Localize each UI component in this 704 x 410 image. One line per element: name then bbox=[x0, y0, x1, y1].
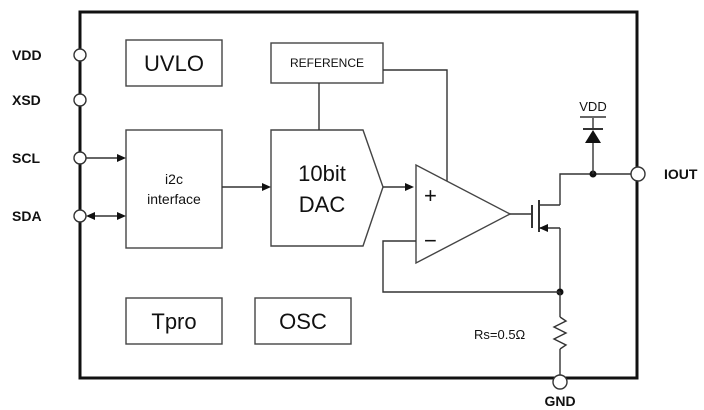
i2c-label-line2: interface bbox=[147, 191, 201, 207]
scl-pin-label: SCL bbox=[12, 150, 40, 166]
gnd-pin-label: GND bbox=[544, 393, 575, 409]
feedback-wire bbox=[382, 240, 560, 293]
tpro-label: Tpro bbox=[151, 309, 196, 334]
reference-block bbox=[270, 42, 384, 84]
tpro-block bbox=[125, 297, 223, 345]
scl-pad bbox=[73, 151, 87, 165]
reference-label: REFERENCE bbox=[290, 56, 364, 70]
dac-label-line1: 10bit bbox=[298, 161, 346, 186]
diode-vdd-label: VDD bbox=[579, 99, 606, 114]
i2c-label-line1: i2c bbox=[165, 171, 183, 187]
dac-block bbox=[270, 129, 384, 247]
osc-label: OSC bbox=[279, 309, 327, 334]
sda-pin-label: SDA bbox=[12, 208, 42, 224]
uvlo-block bbox=[125, 39, 223, 87]
xsd-pad bbox=[73, 93, 87, 107]
i2c-to-dac-arrowhead bbox=[262, 183, 271, 191]
scl-arrowhead bbox=[117, 154, 126, 162]
ref-to-opamp-wire bbox=[383, 69, 448, 188]
drain-wire bbox=[559, 173, 593, 205]
iout-pin-label: IOUT bbox=[664, 166, 698, 182]
dac-to-opamp-arrowhead bbox=[405, 183, 414, 191]
diode-icon bbox=[585, 130, 601, 143]
dac-label-line2: DAC bbox=[299, 192, 346, 217]
opamp bbox=[415, 163, 512, 265]
vdd-pin-label: VDD bbox=[12, 47, 42, 63]
sda-arrowhead-left bbox=[86, 212, 95, 220]
gnd-pad bbox=[552, 374, 568, 390]
opamp-plus-sign: + bbox=[424, 183, 437, 208]
sda-arrowhead-right bbox=[117, 212, 126, 220]
mosfet-arrow bbox=[539, 224, 548, 232]
sda-pad bbox=[73, 209, 87, 223]
iout-pad bbox=[630, 166, 646, 182]
i2c-interface-block bbox=[125, 129, 223, 249]
resistor-icon bbox=[552, 316, 568, 350]
osc-block bbox=[254, 297, 352, 345]
xsd-pin-label: XSD bbox=[12, 92, 41, 108]
resistor-label: Rs=0.5Ω bbox=[474, 327, 526, 342]
opamp-minus-sign: − bbox=[424, 228, 437, 253]
vdd-pad bbox=[73, 48, 87, 62]
uvlo-label: UVLO bbox=[144, 51, 204, 76]
